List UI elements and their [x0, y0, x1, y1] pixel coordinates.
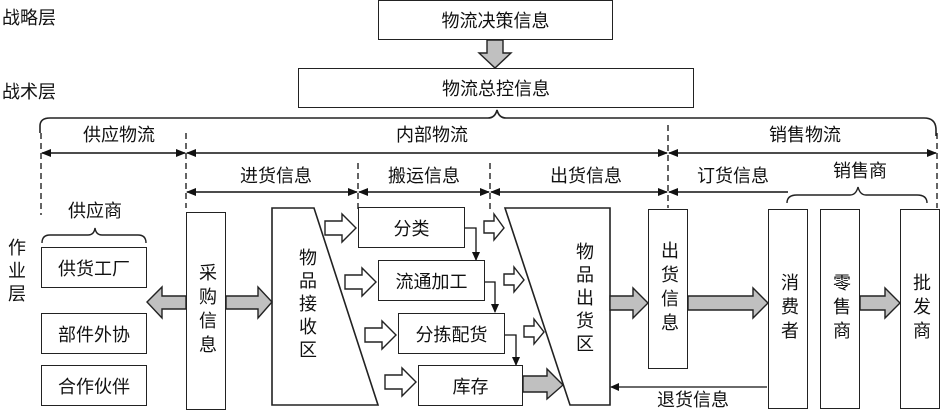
- sales-logistics-label: 销售物流: [769, 125, 841, 146]
- order-info-label: 订货信息: [697, 166, 769, 187]
- retailer-to-wholesaler-arrow: [859, 286, 901, 320]
- inventory-box: 库存: [418, 365, 523, 406]
- tactical-layer-label: 战术层: [2, 82, 56, 103]
- return-info-label: 退货信息: [657, 390, 729, 411]
- hollow-arrows: [324, 211, 545, 398]
- purchase-info-label: 进货信息: [240, 166, 312, 187]
- goods-outbound-shape: [503, 207, 611, 406]
- strategic-layer-label: 战略层: [2, 8, 56, 29]
- decision-info-box: 物流决策信息: [378, 0, 613, 40]
- procurement-info-box: 采购信息: [186, 212, 226, 410]
- supplier-brace: [41, 227, 147, 244]
- wholesaler-box: 批发商: [900, 209, 940, 409]
- supplier-outsource-box: 部件外协: [41, 313, 147, 354]
- goods-outbound-label: 物品出货区: [573, 242, 594, 357]
- seller-brace: [786, 186, 928, 204]
- transport-info-label: 搬运信息: [388, 166, 460, 187]
- procurement-supplier-arrow: [146, 285, 187, 320]
- info-to-consumer-arrow: [687, 286, 769, 320]
- sorting-box: 分类: [358, 207, 465, 248]
- operational-layer-label: 作业层: [5, 238, 26, 307]
- supply-logistics-label: 供应物流: [83, 125, 155, 146]
- shipping-info-label: 出货信息: [550, 166, 622, 187]
- picking-box: 分拣配货: [398, 313, 505, 354]
- suppliers-label: 供应商: [68, 201, 122, 222]
- process-connectors: [465, 227, 520, 366]
- outbound-info-box: 出货信息: [648, 209, 688, 369]
- supplier-partner-box: 合作伙伴: [41, 365, 147, 406]
- goods-receiving-shape: [271, 207, 380, 406]
- outbound-to-info-arrow: [609, 286, 649, 320]
- goods-receiving-label: 物品接收区: [296, 248, 317, 363]
- retailer-box: 零售商: [820, 209, 860, 409]
- supplier-factory-box: 供货工厂: [41, 247, 147, 288]
- inventory-to-outbound-arrow: [522, 367, 565, 401]
- tactical-brace: [39, 109, 937, 136]
- consumer-box: 消费者: [768, 209, 808, 409]
- control-info-box: 物流总控信息: [298, 68, 694, 108]
- processing-box: 流通加工: [378, 260, 485, 301]
- procurement-receiving-arrow: [225, 285, 273, 320]
- internal-logistics-label: 内部物流: [396, 125, 468, 146]
- decision-to-control-arrow: [477, 39, 513, 69]
- sellers-label: 销售商: [833, 161, 887, 182]
